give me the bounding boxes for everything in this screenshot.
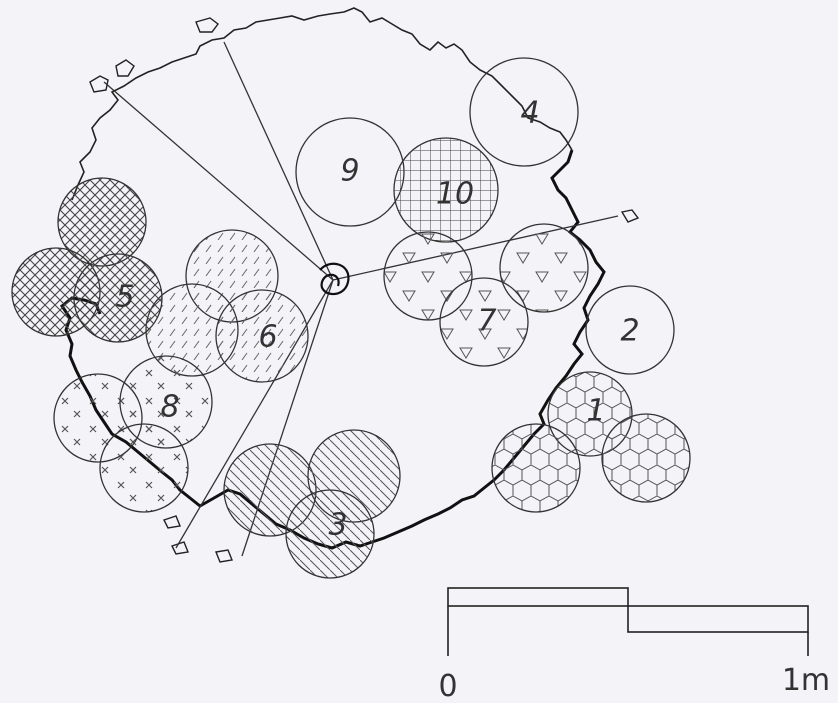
circle-label-5: 5 [115,280,134,315]
circle-group-5: 5 [12,178,162,342]
scale-end-label: 1m [782,663,830,698]
circle-group-3: 3 [224,430,400,578]
fragment-5 [164,516,180,528]
circle-label-2: 2 [620,314,639,349]
fragment-3 [196,18,218,32]
fragment-6 [172,542,188,554]
fragment-7 [216,550,232,562]
canopy-outline [72,8,572,200]
circle-label-10: 10 [436,177,474,212]
circle-4: 4 [470,58,578,166]
circle-label-7: 7 [477,304,496,339]
circle-2: 2 [586,286,674,374]
circle-label-6: 6 [258,320,277,355]
circle-label-3: 3 [328,508,347,543]
circle-group-8: 8 [54,356,212,512]
circle-10: 10 [394,138,498,242]
circle-label-8: 8 [160,390,179,425]
circle-9: 9 [296,118,404,226]
fragment-2 [116,60,134,76]
fragment-4 [622,210,638,222]
scale-start-label: 0 [438,669,457,703]
circle-label-4: 4 [520,96,539,131]
trunk-center-mark [320,264,348,294]
circle-group-1: 1 [492,372,690,512]
circle-label-9: 9 [340,154,359,189]
scale-bar [448,588,808,656]
circle-label-1: 1 [586,394,605,429]
fragment-1 [90,76,108,92]
